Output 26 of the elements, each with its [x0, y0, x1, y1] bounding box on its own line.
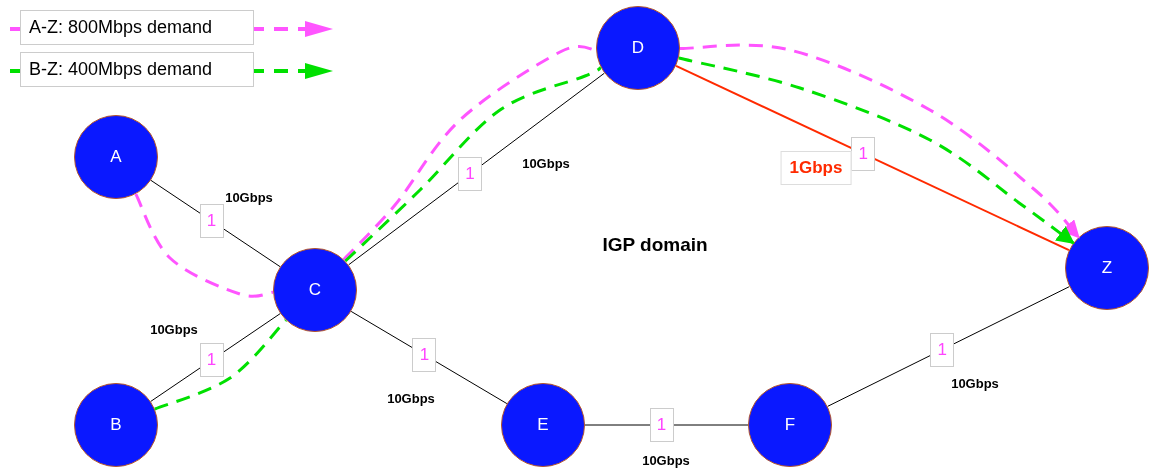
node-label: C [308, 280, 322, 300]
metric-label: 1 [199, 203, 224, 238]
legend-text: A-Z: 800Mbps demand [20, 10, 254, 45]
node-label: D [631, 38, 645, 58]
domain-label: IGP domain [602, 234, 708, 256]
node-label: E [537, 415, 549, 435]
bandwidth-label: 10Gbps [642, 452, 690, 468]
metric-label: 1 [199, 343, 224, 378]
link-line [827, 286, 1070, 407]
node-label: Z [1101, 258, 1113, 278]
node-label: F [784, 415, 796, 435]
metric-label: 1 [930, 332, 955, 367]
bandwidth-label: 10Gbps [225, 189, 273, 205]
metric-label: 1 [458, 156, 483, 191]
bandwidth-label: 10Gbps [951, 375, 999, 391]
bandwidth-label: 10Gbps [387, 390, 435, 406]
router-circle [273, 248, 357, 332]
metric-label: 1 [649, 408, 674, 442]
metric-label: 1 [412, 337, 437, 372]
node-label: B [110, 415, 122, 435]
bandwidth-label: 10Gbps [522, 155, 570, 171]
node-label: A [110, 147, 122, 167]
bandwidth-label: 10Gbps [150, 321, 198, 337]
legend-text: B-Z: 400Mbps demand [20, 52, 254, 87]
metric-label: 1 [851, 136, 876, 171]
bandwidth-label: 1Gbps [780, 151, 852, 185]
